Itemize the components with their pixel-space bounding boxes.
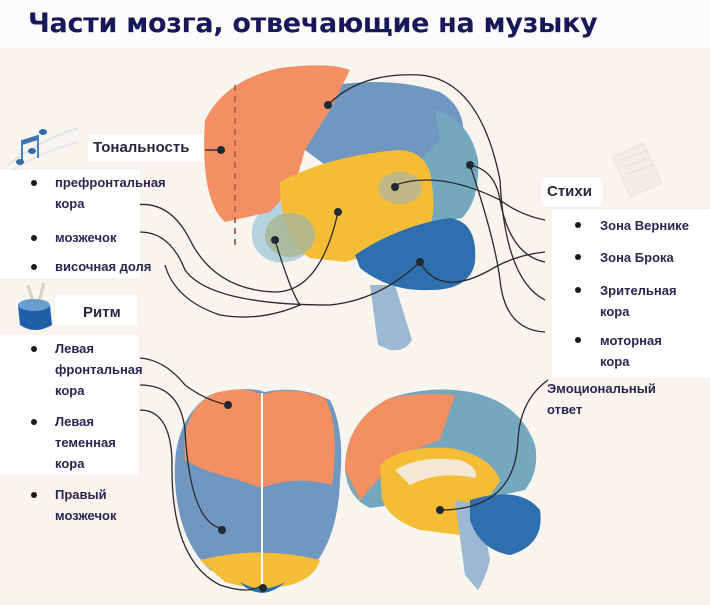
bullet (31, 346, 37, 352)
lyrics-item-motor-cortex: моторная кора (600, 333, 662, 369)
bullet (575, 337, 581, 343)
lyrics-header-bg (542, 178, 602, 206)
rhythm-header: Ритм (83, 304, 121, 321)
connector-lines (134, 74, 549, 591)
bullet (575, 254, 581, 260)
bullet (31, 180, 37, 186)
lyrics-panel (552, 210, 710, 378)
paper-sheet-icon (611, 142, 663, 198)
connector-dots (217, 101, 474, 592)
tonality-item-cerebellum: мозжечок (55, 230, 117, 245)
tonality-item-prefrontal: префронтальная кора (55, 175, 166, 211)
lyrics-item-broca: Зона Брока (600, 250, 674, 265)
emotion-label: Эмоциональный ответ (547, 381, 656, 417)
bullet (575, 222, 581, 228)
lyrics-header: Стихи (547, 183, 592, 200)
drum-icon (18, 282, 52, 330)
rhythm-header-bg (55, 295, 137, 325)
brain-top-view (174, 389, 342, 593)
rhythm-item-left-parietal: Левая теменная кора (55, 414, 116, 471)
lyrics-item-wernicke: Зона Вернике (600, 218, 689, 233)
tonality-item-temporal: височная доля (55, 259, 152, 274)
bullet (31, 419, 37, 425)
lyrics-item-visual-cortex: Зрительная кора (600, 283, 677, 319)
bullet (31, 235, 37, 241)
title-bar (0, 0, 710, 48)
rhythm-item-right-cerebellum: Правый мозжечок (55, 487, 117, 523)
tonality-header-bg (88, 134, 204, 162)
bullet (31, 492, 37, 498)
rhythm-item-left-frontal: Левая фронтальная кора (55, 341, 143, 398)
music-notes-icon (7, 127, 79, 173)
bullet (31, 264, 37, 270)
brain-medial-view (345, 389, 541, 590)
brain-side-view (204, 65, 479, 351)
rhythm-panel (0, 335, 138, 475)
bullet (575, 287, 581, 293)
tonality-panel (0, 170, 140, 278)
tonality-header: Тональность (93, 139, 190, 156)
page-title: Части мозга, отвечающие на музыку (28, 8, 598, 39)
